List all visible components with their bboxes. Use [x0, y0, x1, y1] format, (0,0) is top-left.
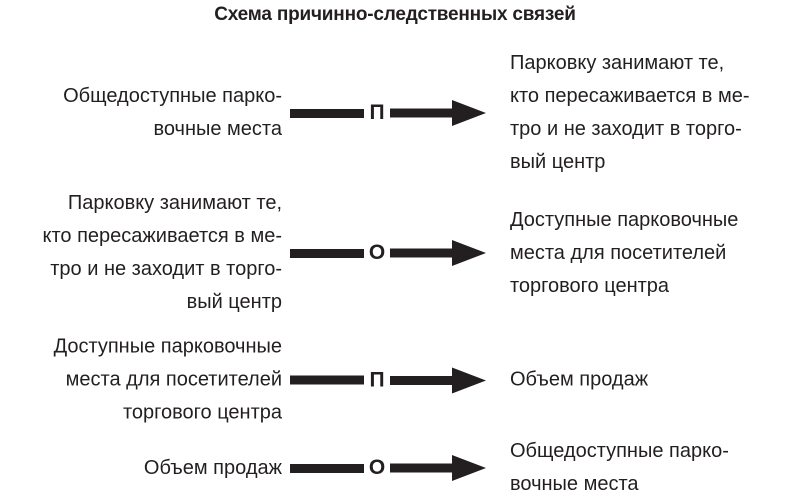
effect-text-block: Парковку занимают те, кто пересаживается…	[490, 47, 770, 179]
effect-text-line: вый центр	[510, 151, 606, 173]
cause-text-line: Объем продаж	[143, 456, 282, 479]
arrow-head-icon	[390, 238, 486, 268]
relation-row: Парковку занимают те, кто пересаживается…	[0, 187, 790, 319]
relation-symbol-label: П	[369, 368, 385, 391]
effect-text-block: Доступные парковочные места для посетите…	[490, 204, 770, 303]
relation-symbol-label: О	[368, 456, 386, 479]
cause-text-line: кто пересаживается в ме-	[42, 225, 282, 247]
arrow-tail-icon	[290, 375, 364, 385]
cause-text-block: Парковку занимают те, кто пересаживается…	[0, 187, 290, 319]
effect-text-line: кто пересаживается в ме-	[510, 85, 750, 107]
effect-text-line: Доступные парковочные	[510, 208, 739, 231]
effect-text-line: тро и не заходит в торго-	[510, 118, 742, 140]
cause-text-block: Объем продаж	[0, 452, 290, 485]
effect-text-line: места для посетителей	[510, 241, 727, 264]
arrow-head-icon	[390, 453, 486, 483]
cause-text-line: Общедоступные парко-	[63, 85, 282, 107]
relation-symbol-label: П	[369, 101, 385, 124]
effect-text-line: Парковку занимают те,	[510, 52, 725, 74]
cause-text-line: Доступные парковочные	[53, 335, 282, 358]
effect-text-line: Объем продаж	[510, 368, 649, 391]
cause-text-line: вый центр	[186, 291, 282, 313]
relation-row: Объем продаж О Общедоступные парко- вочн…	[0, 435, 790, 501]
relation-row: Доступные парковочные места для посетите…	[0, 331, 790, 430]
effect-text-block: Общедоступные парко- вочные места	[490, 435, 770, 501]
effect-text-line: вочные места	[510, 473, 639, 495]
cause-text-line: Парковку занимают те,	[67, 192, 282, 214]
cause-text-block: Общедоступные парко- вочные места	[0, 80, 290, 146]
arrow-head-icon	[390, 98, 486, 128]
causal-arrow: О	[290, 451, 490, 485]
causal-arrow: П	[290, 363, 490, 397]
arrow-tail-icon	[290, 463, 364, 473]
arrow-tail-icon	[290, 108, 364, 118]
relation-symbol-label: О	[368, 241, 386, 264]
page-title: Схема причинно-следственных связей	[214, 4, 576, 25]
cause-text-line: тро и не заходит в торго-	[50, 258, 282, 280]
causal-arrow: О	[290, 236, 490, 270]
relation-row: Общедоступные парко- вочные места П Парк…	[0, 47, 790, 179]
arrow-head-icon	[390, 365, 486, 395]
effect-text-block: Объем продаж	[490, 364, 770, 397]
cause-text-line: места для посетителей	[65, 368, 282, 391]
effect-text-line: Общедоступные парко-	[510, 440, 729, 462]
cause-text-line: вочные места	[153, 118, 282, 140]
cause-text-line: торгового центра	[122, 401, 282, 424]
effect-text-line: торгового центра	[510, 274, 670, 297]
causal-arrow: П	[290, 96, 490, 130]
arrow-tail-icon	[290, 248, 364, 258]
cause-text-block: Доступные парковочные места для посетите…	[0, 331, 290, 430]
